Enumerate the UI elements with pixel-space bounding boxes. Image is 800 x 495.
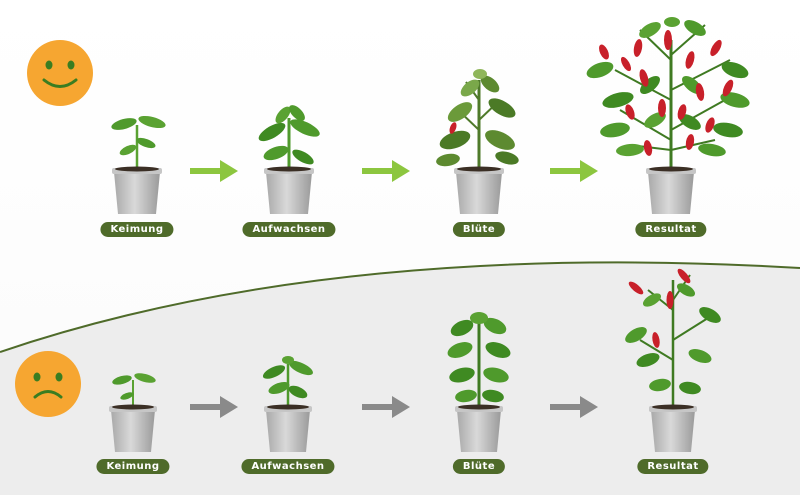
stage-label-bluete: Blüte [452,459,506,474]
flower-pot [264,404,312,452]
flower-pot [112,166,162,214]
arrow-right-icon [362,160,410,182]
arrow-right-icon [190,160,238,182]
young-plant [258,105,320,172]
arrow-right-icon [550,396,598,418]
flower-pot [109,404,157,452]
seedling-plant [112,373,156,410]
fruiting-pepper-plant [586,17,750,172]
flower-pot [646,166,696,214]
arrow-right-icon [362,396,410,418]
seedling-plant [111,115,166,172]
stage-label-aufwachsen: Aufwachsen [241,459,335,474]
fruiting-pepper-plant [625,268,721,410]
stage-label-aufwachsen: Aufwachsen [242,222,336,237]
sad-face-icon [15,351,81,417]
stage-label-bluete: Blüte [452,222,506,237]
arrow-right-icon [190,396,238,418]
stage-label-resultat: Resultat [635,222,707,237]
flower-pot [264,166,314,214]
flower-pot [455,404,503,452]
stage-label-keimung: Keimung [100,222,174,237]
stage-label-resultat: Resultat [637,459,709,474]
flowering-plant [447,312,511,410]
stage-label-keimung: Keimung [96,459,170,474]
lower-background [0,262,800,495]
flower-pot [454,166,504,214]
divider-curve [0,261,800,353]
arrow-right-icon [550,160,598,182]
happy-face-icon [27,40,93,106]
flowering-plant [436,69,519,172]
flower-pot [649,404,697,452]
young-plant [262,356,313,410]
